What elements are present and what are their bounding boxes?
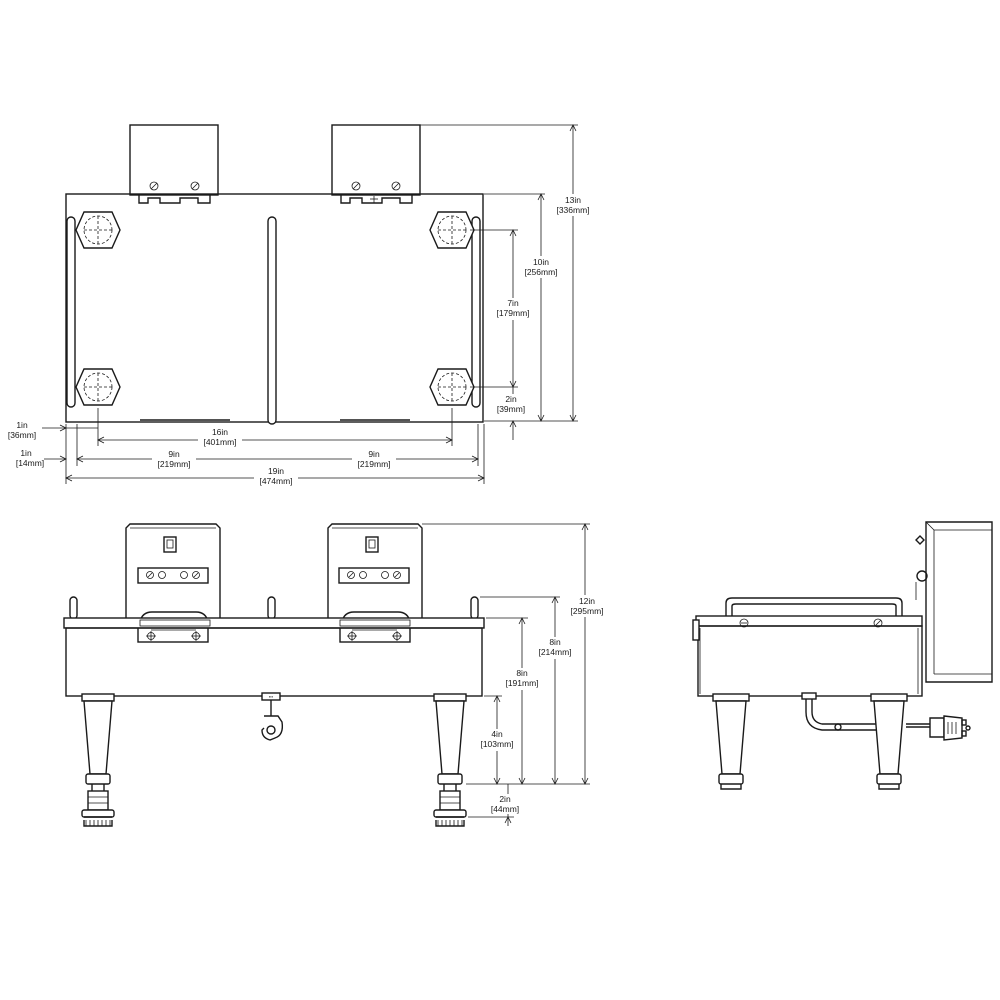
dim-top-height-in: 8in (516, 668, 528, 678)
warmer-front-right (327, 523, 423, 643)
rail-right (471, 216, 481, 408)
center-hook: ▪▪▪ (261, 692, 284, 741)
dim-leg-height-in: 4in (491, 729, 503, 739)
leg-front-right (433, 693, 467, 827)
dim-body-height-in: 10in (533, 257, 549, 267)
warmer-side (915, 521, 993, 683)
leg-side-left (712, 693, 750, 790)
dim-top-height-mm: [191mm] (505, 678, 538, 688)
dim-overall-height-in: 13in (565, 195, 581, 205)
dim-handle-height-mm: [214mm] (538, 647, 571, 657)
base-body-front (65, 627, 483, 697)
warmer-box-right (331, 124, 421, 204)
top-plate-side (695, 615, 923, 627)
front-view: ▪▪▪ (63, 523, 607, 827)
dim-right-half-mm: [219mm] (357, 459, 390, 469)
leg-side-right (870, 693, 908, 790)
top-plate-front (63, 617, 485, 629)
dim-left-half-mm: [219mm] (157, 459, 190, 469)
rail-left (66, 216, 76, 408)
dim-foot-spacing-v-mm: [179mm] (496, 308, 529, 318)
dim-right-half-in: 9in (368, 449, 380, 459)
dim-left-half-in: 9in (168, 449, 180, 459)
dim-body-height-mm: [256mm] (524, 267, 557, 277)
dim-foot-spacing-h-mm: [401mm] (203, 437, 236, 447)
svg-text:▪▪▪: ▪▪▪ (269, 694, 274, 699)
dim-adjust-height-in: 2in (499, 794, 511, 804)
dim-overall-width-in: 19in (268, 466, 284, 476)
dim-overall-height-mm: [336mm] (556, 205, 589, 215)
foot-bottom-left (75, 368, 121, 406)
side-view (692, 521, 993, 790)
dim-foot-offset-bottom-mm: [39mm] (497, 404, 525, 414)
foot-top-left (75, 211, 121, 249)
dim-rail-offset-left-mm: [14mm] (16, 458, 44, 468)
front-view-dimension-lines (493, 523, 589, 826)
dim-foot-offset-bottom-in: 2in (505, 394, 517, 404)
dim-rail-offset-left-in: 1in (20, 448, 32, 458)
leg-front-left (81, 693, 115, 827)
foot-top-right (429, 211, 475, 249)
power-cord (801, 692, 971, 741)
foot-bottom-right (429, 368, 475, 406)
front-view-dimension-labels: 12in [295mm] 8in [214mm] 8in [191mm] 4in… (476, 595, 607, 814)
front-view-extension-lines (422, 523, 590, 818)
top-view-extension-lines (65, 124, 578, 484)
warmer-box-left (129, 124, 219, 204)
dim-foot-offset-left-in: 1in (16, 420, 28, 430)
dim-front-overall-height-in: 12in (579, 596, 595, 606)
dim-overall-width-mm: [474mm] (259, 476, 292, 486)
dim-handle-height-in: 8in (549, 637, 561, 647)
dim-leg-height-mm: [103mm] (480, 739, 513, 749)
rail-center (267, 216, 277, 425)
top-view-dimension-labels: 13in [336mm] 10in [256mm] 7in [179mm] 2i… (8, 194, 593, 488)
dim-adjust-height-mm: [44mm] (491, 804, 519, 814)
dim-front-overall-height-mm: [295mm] (570, 606, 603, 616)
dim-foot-spacing-v-in: 7in (507, 298, 519, 308)
dim-foot-spacing-h-in: 16in (212, 427, 228, 437)
dim-foot-offset-left-mm: [36mm] (8, 430, 36, 440)
side-handle (725, 597, 903, 617)
base-body-side (697, 625, 923, 697)
top-view: 13in [336mm] 10in [256mm] 7in [179mm] 2i… (8, 124, 593, 488)
